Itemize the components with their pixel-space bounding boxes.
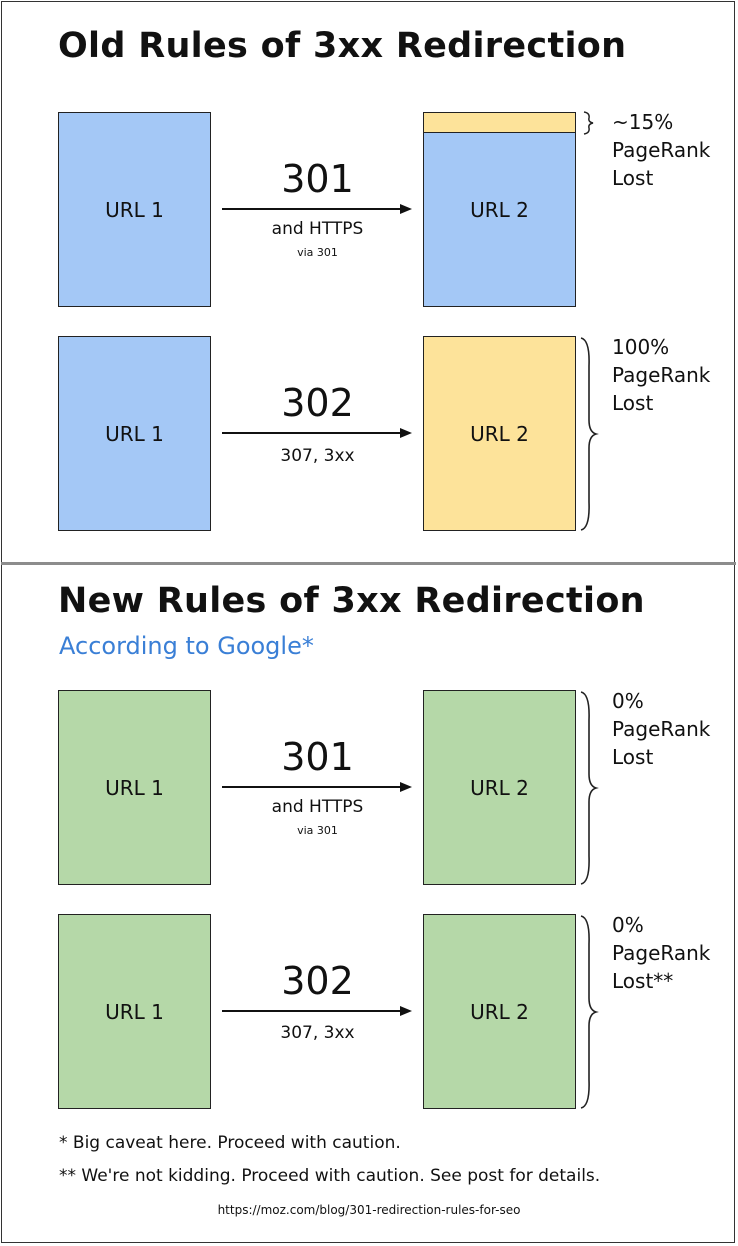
- old-302-sub: 307, 3xx: [280, 446, 355, 466]
- right-arrow-icon: [222, 782, 412, 792]
- section-divider: [1, 562, 736, 565]
- note-line: 0%: [612, 913, 644, 937]
- footnote-1: * Big caveat here. Proceed with caution.: [59, 1133, 401, 1153]
- new-302-note: 0% PageRank Lost**: [612, 911, 710, 995]
- old-rules-title: Old Rules of 3xx Redirection: [58, 26, 627, 66]
- pagerank-loss-cap: [423, 112, 576, 133]
- note-line: Lost**: [612, 969, 674, 993]
- right-arrow-icon: [222, 204, 412, 214]
- new-301-target-box: URL 2: [423, 690, 576, 885]
- note-line: Lost: [612, 745, 654, 769]
- old-301-code: 301: [281, 157, 354, 201]
- right-arrow-icon: [222, 1006, 412, 1016]
- note-line: 0%: [612, 689, 644, 713]
- note-line: PageRank: [612, 363, 711, 387]
- target-label: URL 2: [470, 421, 529, 446]
- target-label: URL 2: [470, 775, 529, 800]
- source-label: URL 1: [105, 197, 164, 222]
- source-label: URL 1: [105, 999, 164, 1024]
- old-302-code: 302: [281, 381, 354, 425]
- note-line: Lost: [612, 391, 654, 415]
- note-line: 100%: [612, 335, 670, 359]
- new-301-note: 0% PageRank Lost: [612, 687, 710, 771]
- curly-brace-icon: [580, 691, 599, 885]
- old-301-sub: and HTTPS: [271, 219, 364, 239]
- right-arrow-icon: [222, 428, 412, 438]
- old-301-sub-small: via 301: [297, 246, 338, 259]
- new-302-source-box: URL 1: [58, 914, 211, 1109]
- curly-brace-icon: [580, 337, 599, 531]
- target-label: URL 2: [470, 197, 529, 222]
- new-302-code: 302: [281, 959, 354, 1003]
- old-302-target-box: URL 2: [423, 336, 576, 531]
- new-301-code: 301: [281, 735, 354, 779]
- new-302-target-box: URL 2: [423, 914, 576, 1109]
- target-label: URL 2: [470, 999, 529, 1024]
- new-301-sub: and HTTPS: [271, 797, 364, 817]
- note-line: PageRank: [612, 138, 711, 162]
- new-302-sub: 307, 3xx: [280, 1023, 355, 1043]
- old-301-note: ~15% PageRank Lost: [612, 108, 710, 192]
- source-label: URL 1: [105, 775, 164, 800]
- new-301-sub-small: via 301: [297, 824, 338, 837]
- note-line: ~15%: [612, 110, 674, 134]
- old-301-source-box: URL 1: [58, 112, 211, 307]
- note-line: PageRank: [612, 717, 711, 741]
- curly-brace-icon: [580, 915, 599, 1109]
- old-302-note: 100% PageRank Lost: [612, 333, 710, 417]
- old-302-source-box: URL 1: [58, 336, 211, 531]
- new-rules-subtitle: According to Google*: [59, 632, 314, 660]
- note-line: Lost: [612, 166, 654, 190]
- new-rules-title: New Rules of 3xx Redirection: [58, 581, 645, 621]
- source-url: https://moz.com/blog/301-redirection-rul…: [217, 1203, 521, 1217]
- source-label: URL 1: [105, 421, 164, 446]
- old-301-target-box: URL 2: [423, 112, 576, 307]
- curly-brace-icon: [583, 111, 594, 135]
- footnote-2: ** We're not kidding. Proceed with cauti…: [59, 1166, 601, 1186]
- note-line: PageRank: [612, 941, 711, 965]
- new-301-source-box: URL 1: [58, 690, 211, 885]
